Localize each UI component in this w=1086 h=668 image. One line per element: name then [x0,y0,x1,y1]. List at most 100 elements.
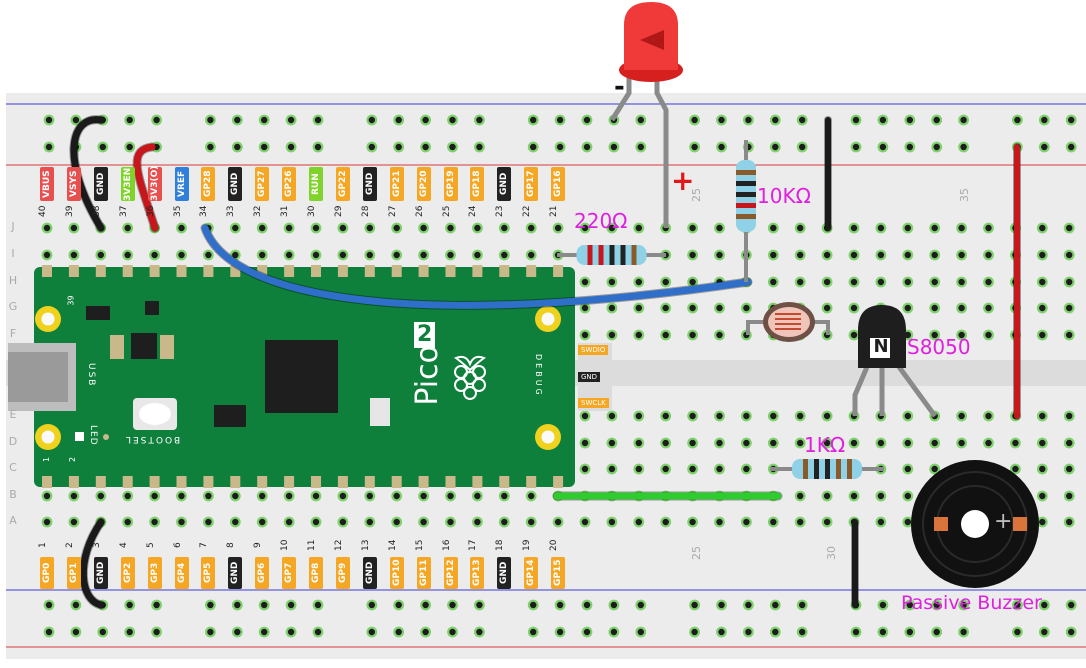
bottom-pin-number: 1 [38,542,48,548]
hole [525,249,537,261]
hole [848,276,860,288]
transistor-label: S8050 [907,335,971,359]
pin-pad [445,476,456,488]
rail-hole [43,114,55,126]
pin-pad [311,476,321,488]
top-pin-number: 30 [307,205,317,218]
bottom-pin-number: 9 [253,542,264,548]
led-leg-anode [654,72,669,228]
rail-hole [635,141,647,153]
top-pin-number: 40 [38,205,48,218]
rail-hole [1065,626,1077,638]
rail-hole [958,599,969,611]
hole [202,249,214,261]
bottom-pin-label: GND [497,557,512,589]
rail-hole [393,599,405,611]
hole [848,222,860,234]
small-chip [145,301,159,315]
buzzer-hole [961,510,989,538]
hole [714,302,725,314]
rail-hole [931,626,943,638]
rail-hole [689,626,700,638]
small-chip [86,306,110,320]
led-indicator [75,432,84,441]
top-pin-number: 35 [172,205,183,218]
rail-hole [447,141,458,153]
row-letter: D [8,435,18,448]
rail-hole [447,114,458,126]
pico-board [8,265,612,488]
pin-pad [257,476,268,488]
rail-hole [366,114,378,126]
top-pin-label: GND [362,167,377,201]
hole [1036,437,1048,449]
hole [498,516,510,528]
transistor-leg [891,358,938,418]
bottom-pin-number: 13 [360,539,371,551]
led [609,2,683,228]
top-pin-number: 25 [441,205,452,218]
rail-hole [1012,114,1023,126]
hole [1063,276,1075,288]
transistor-badge [870,338,890,358]
rail-hole [527,626,539,638]
resistor-220 [557,245,666,265]
bottom-pin-number: 18 [495,539,506,551]
rail-hole [97,141,109,153]
hole [418,222,430,234]
hole [767,276,779,288]
passive-buzzer [911,460,1039,588]
bottom-pin-label: GP10 [389,557,404,589]
rail-hole [420,599,432,611]
hole [687,516,698,528]
rail-hole [958,626,969,638]
hole [687,437,698,449]
hole [472,516,483,528]
pin-pad [553,476,564,488]
inductor [110,335,124,359]
rail-hole [474,114,485,126]
logo-part [454,378,468,392]
column-number: 25 [690,546,703,560]
mount-hole [41,430,55,444]
top-pin-label: VREF [174,167,189,201]
hole [902,302,914,314]
hole [875,222,887,234]
rail-hole [527,141,539,153]
hole [364,222,376,234]
resistor-band [631,245,637,265]
hole [1036,329,1048,341]
rail-hole [958,114,969,126]
pin-pad [526,476,537,488]
hole [1036,222,1048,234]
hole [149,249,161,261]
hole [445,222,456,234]
rail-hole [554,114,566,126]
rail-hole [43,599,55,611]
bottom-pin-label: GP7 [282,557,297,589]
top-pin-label: GP20 [416,167,431,201]
bottom-pin-label: GP6 [255,557,270,589]
hole [1063,516,1075,528]
top-pin-label: GND [93,167,108,201]
bottom-pin-number: 16 [441,539,452,551]
hole [633,276,645,288]
rail-hole [743,599,754,611]
rail-hole [1012,626,1023,638]
rail-hole [716,114,727,126]
hole [848,329,860,341]
pin-1-marker: 1 [42,456,52,463]
hole [176,490,187,502]
bottom-pin-label: GP13 [470,557,485,589]
rail-hole [285,141,297,153]
resistor-10k-label: 10KΩ [757,184,811,208]
rail-hole [474,626,485,638]
hole [633,463,645,475]
hole [202,516,214,528]
pin-pad [42,476,52,488]
hole [418,249,430,261]
top-pin-label: 3V3EN [120,167,135,201]
top-pin-label: GP21 [389,167,404,201]
hole [821,516,833,528]
